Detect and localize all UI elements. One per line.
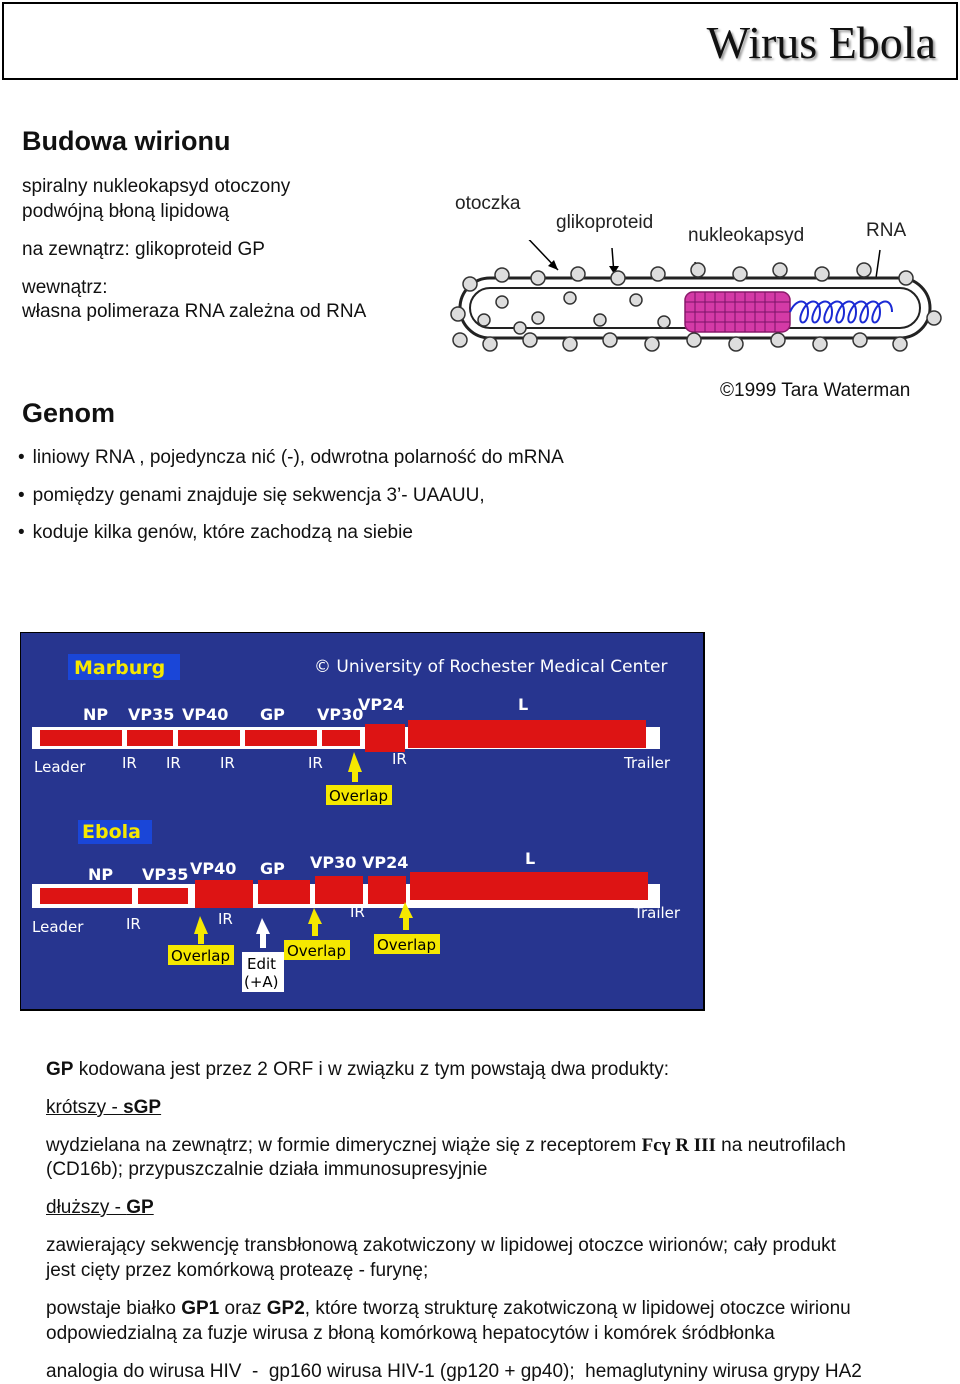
page-title: Wirus Ebola (706, 17, 936, 68)
gp-gp1-gp2: powstaje białko GP1 oraz GP2, które twor… (46, 1298, 851, 1319)
marburg-ir-2: IR (166, 754, 181, 772)
gp-analogia: analogia do wirusa HIV - gp160 wirusa HI… (46, 1361, 862, 1382)
gp-short-desc: wydzielana na zewnątrz; w formie dimeryc… (46, 1135, 846, 1156)
marburg-gene-l: L (518, 695, 528, 714)
ebola-edit: Edit (247, 955, 276, 973)
genom-bullet-2: pomiędzy genami znajduje się sekwencja 3… (18, 484, 485, 508)
ebola-trailer: Trailer (633, 904, 681, 922)
ebola-overlap-1: Overlap (171, 947, 230, 965)
genom-heading: Genom (22, 398, 116, 428)
budowa-line3b: własna polimeraza RNA zależna od RNA (22, 301, 367, 322)
ebola-gene-l: L (525, 849, 535, 868)
ebola-ir-3: IR (350, 903, 365, 921)
ebola-ir-1: IR (126, 915, 141, 933)
credit-rochester: © University of Rochester Medical Center (314, 657, 668, 677)
label-otoczka: otoczka (455, 193, 521, 214)
budowa-line3a: wewnątrz: (22, 277, 108, 298)
budowa-line1a: spiralny nukleokapsyd otoczony (22, 176, 291, 197)
virion-diagram (450, 240, 942, 352)
marburg-gene-vp35: VP35 (128, 705, 174, 724)
ebola-gene-vp35: VP35 (142, 865, 188, 884)
gp-long-desc: zawierający sekwencję transbłonową zakot… (46, 1235, 836, 1256)
marburg-ir-1: IR (122, 754, 137, 772)
label-glikoproteid: glikoproteid (556, 212, 654, 233)
gp-long-desc-2: jest cięty przez komórkową proteazę - fu… (46, 1260, 429, 1281)
genom-bullet-1: liniowy RNA , pojedyncza nić (-), odwrot… (18, 446, 564, 470)
copyright-icon: © (720, 380, 734, 401)
ebola-gene-gp: GP (260, 859, 285, 878)
marburg-gene-np: NP (83, 705, 108, 724)
gp-short-label: krótszy - sGP (46, 1097, 162, 1118)
title-box: Wirus Ebola (2, 2, 958, 80)
marburg-gene-vp40: VP40 (182, 705, 228, 724)
marburg-label-bg (68, 654, 180, 680)
ebola-overlap-3: Overlap (377, 936, 436, 954)
marburg-ir-5: IR (392, 750, 407, 768)
ebola-ir-2: IR (218, 910, 233, 928)
ebola-label-bg (78, 820, 152, 844)
marburg-gene-gp: GP (260, 705, 285, 724)
credit-tara: ©1999 Tara Waterman (720, 380, 911, 401)
label-rna: RNA (866, 220, 907, 241)
ebola-gene-vp30: VP30 (310, 853, 356, 872)
ebola-label: Ebola (82, 821, 141, 843)
ebola-leader: Leader (32, 918, 84, 936)
marburg-trailer: Trailer (623, 754, 671, 772)
marburg-leader: Leader (34, 758, 86, 776)
gp-fusion: odpowiedzialną za fuzje wirusa z błoną k… (46, 1323, 775, 1344)
ebola-edit-a: (+A) (244, 973, 279, 991)
label-nukleokapsyd: nukleokapsyd (688, 225, 805, 246)
ebola-overlap-2: Overlap (287, 942, 346, 960)
marburg-gene-vp24: VP24 (358, 695, 404, 714)
budowa-line2: na zewnątrz: glikoproteid GP (22, 239, 265, 260)
marburg-ir-4: IR (308, 754, 323, 772)
ebola-gene-vp24: VP24 (362, 853, 408, 872)
marburg-overlap: Overlap (329, 787, 388, 805)
marburg-label: Marburg (74, 657, 165, 679)
gp-short-desc-2: (CD16b); przypuszczalnie działa immunosu… (46, 1159, 488, 1180)
ebola-gene-np: NP (88, 865, 113, 884)
budowa-heading: Budowa wirionu (22, 126, 231, 156)
gp-intro: GP kodowana jest przez 2 ORF i w związku… (46, 1059, 670, 1080)
marburg-ir-3: IR (220, 754, 235, 772)
budowa-line1b: podwójną błoną lipidową (22, 201, 230, 222)
marburg-gene-vp30: VP30 (317, 705, 363, 724)
genome-map: © University of Rochester Medical Center… (20, 632, 705, 1011)
ebola-gene-vp40: VP40 (190, 859, 236, 878)
genom-bullet-3: koduje kilka genów, które zachodzą na si… (18, 521, 413, 545)
gp-long-label: dłuższy - GP (46, 1197, 154, 1218)
